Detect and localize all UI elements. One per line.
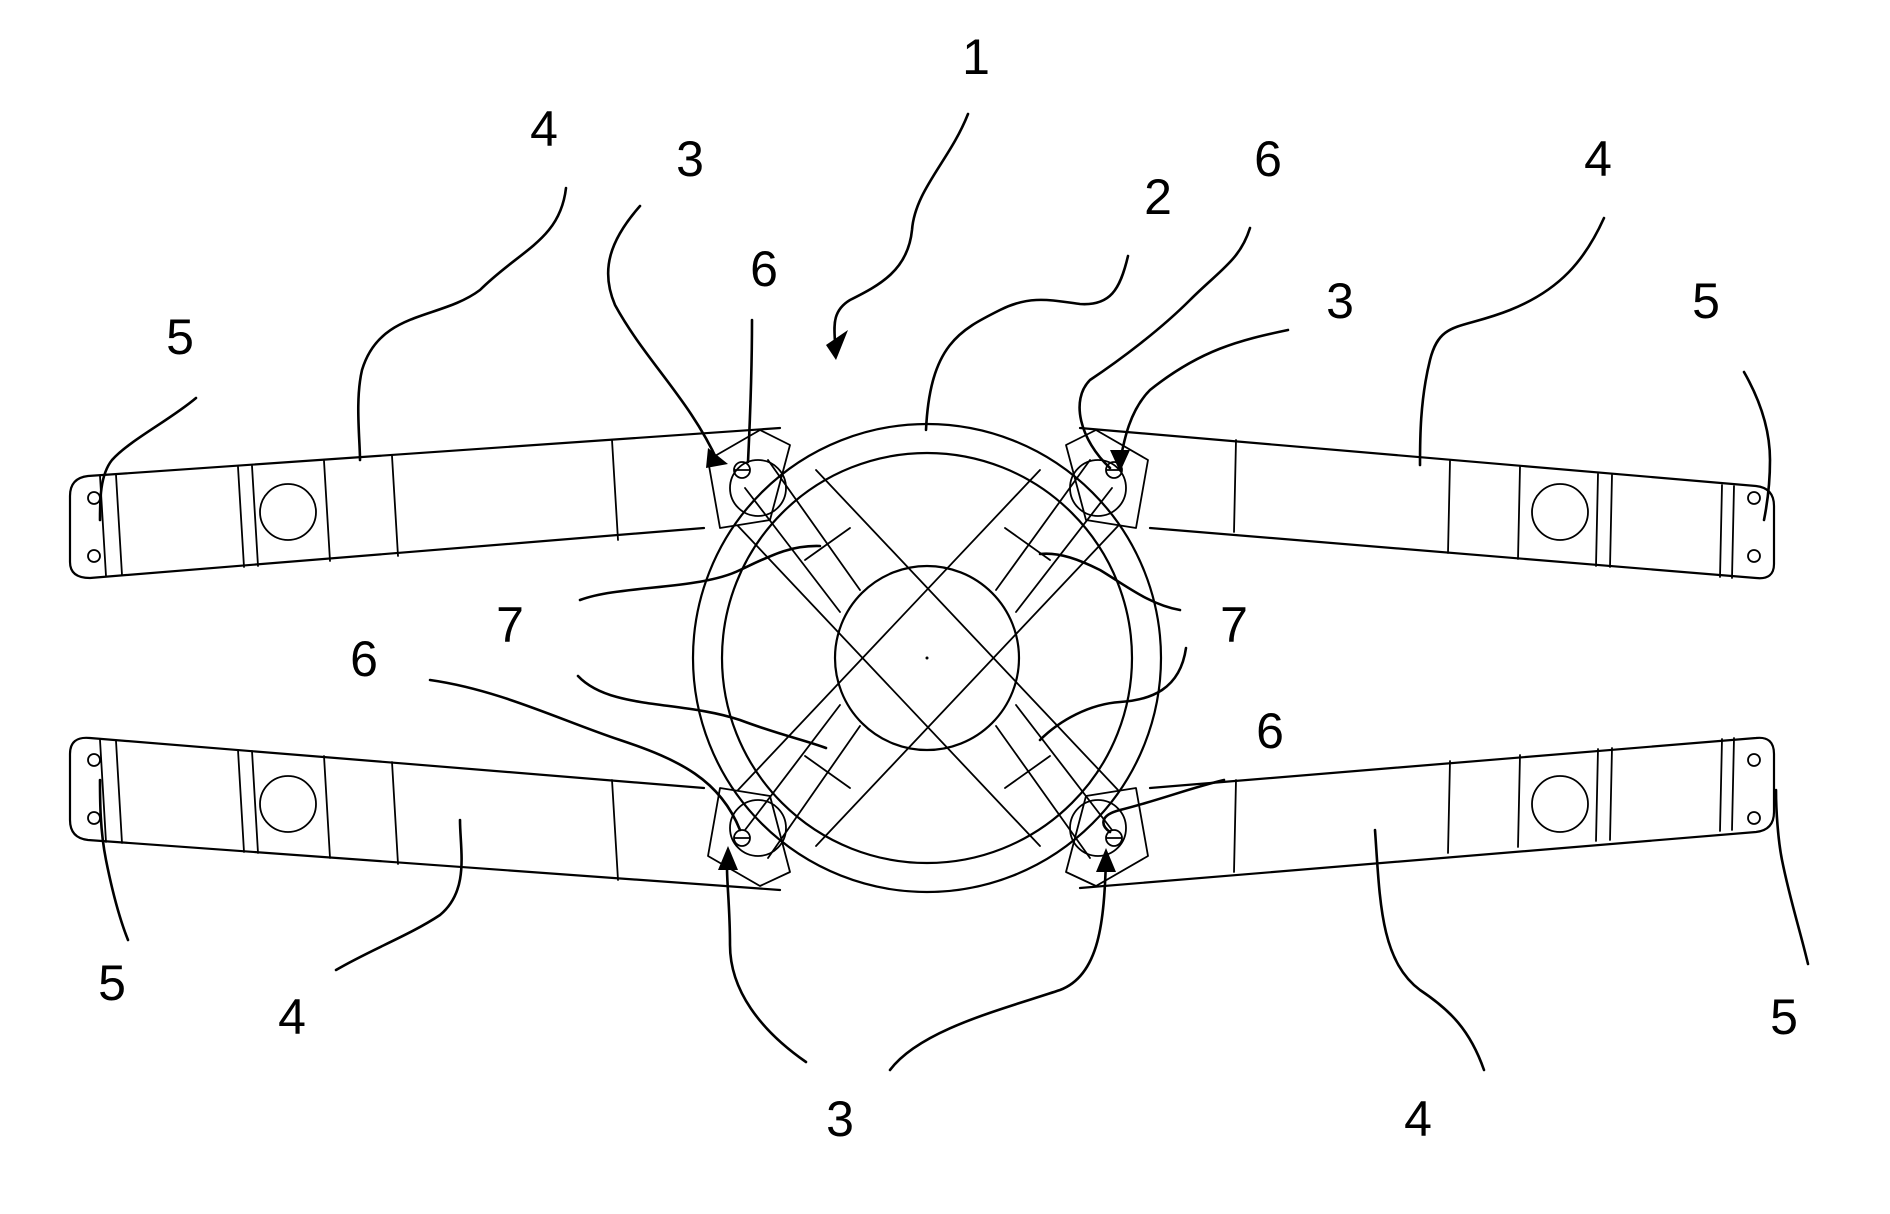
arm-top-left: [70, 428, 780, 578]
label-ref-5: 5: [166, 309, 194, 365]
label-ref-6: 6: [1254, 131, 1282, 187]
label-ref-6: 6: [750, 241, 778, 297]
label-ref-6: 6: [350, 631, 378, 687]
label-ref-4: 4: [1584, 131, 1612, 187]
label-ref-5: 5: [1692, 273, 1720, 329]
label-ref-5: 5: [1770, 989, 1798, 1045]
label-ref-4: 4: [530, 101, 558, 157]
arm-bottom-right: [1080, 738, 1774, 888]
label-ref-4: 4: [278, 989, 306, 1045]
label-ref-7: 7: [496, 597, 524, 653]
label-ref-1: 1: [962, 29, 990, 85]
label-ref-2: 2: [1144, 169, 1172, 225]
hub: [693, 424, 1161, 892]
label-ref-4: 4: [1404, 1091, 1432, 1147]
label-ref-3: 3: [826, 1091, 854, 1147]
label-ref-7: 7: [1220, 597, 1248, 653]
leader-lines: [100, 114, 1808, 1070]
label-ref-6: 6: [1256, 703, 1284, 759]
reference-labels: 1 2 3 3 3 4 4 4 4 5 5 5 5 6 6 6 6 7 7: [98, 29, 1798, 1147]
label-ref-5: 5: [98, 955, 126, 1011]
label-ref-3: 3: [676, 131, 704, 187]
label-ref-3: 3: [1326, 273, 1354, 329]
arm-top-right: [1080, 428, 1774, 578]
